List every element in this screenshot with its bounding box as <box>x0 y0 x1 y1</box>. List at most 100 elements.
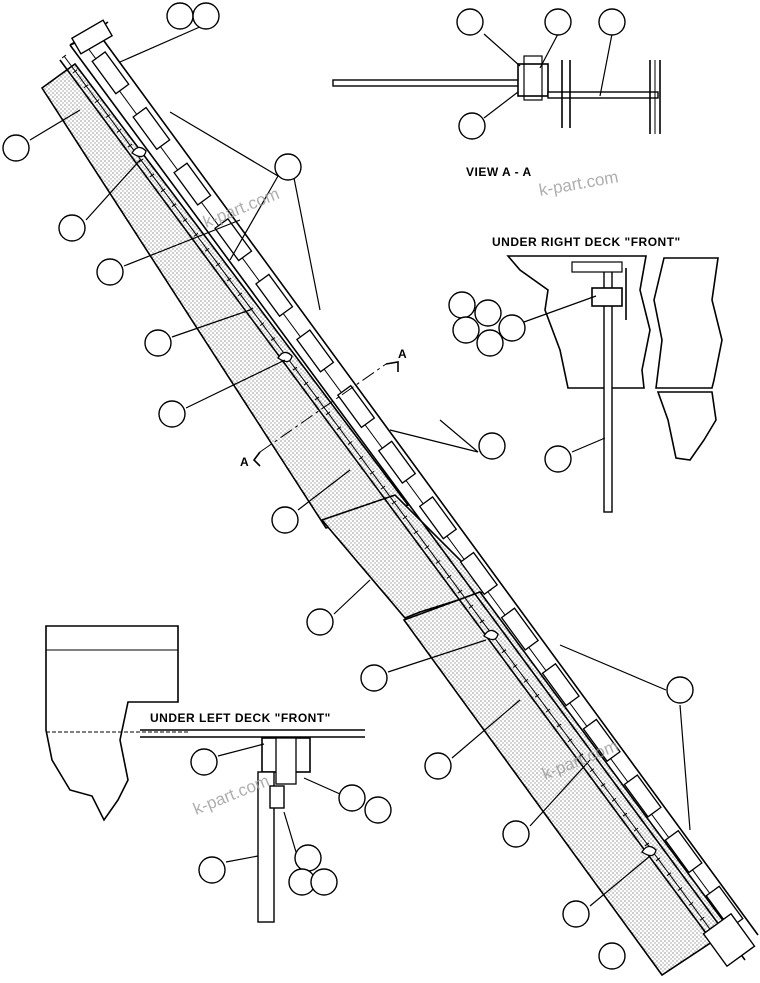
left-deck-bolt-rod <box>257 771 275 923</box>
rail-tick <box>534 693 540 698</box>
callout-balloon[interactable] <box>598 8 626 36</box>
rail-tick <box>237 292 243 297</box>
callout-balloon[interactable] <box>2 134 30 162</box>
leader-line <box>293 177 321 311</box>
leader-line <box>283 811 297 853</box>
callout-balloon[interactable] <box>598 942 626 970</box>
leader-line <box>679 704 691 831</box>
callout-balloon[interactable] <box>562 900 590 928</box>
rail-cell <box>623 774 662 818</box>
callout-balloon[interactable] <box>294 844 322 872</box>
right-deck-nut <box>591 287 623 307</box>
rail-tick <box>171 203 177 208</box>
leader-line <box>333 579 371 615</box>
rail-tick <box>391 500 397 505</box>
rail-tick <box>325 411 331 416</box>
section-line-a: A A <box>240 347 407 469</box>
rail-tick <box>457 589 463 594</box>
view-a-title: VIEW A - A <box>466 165 532 179</box>
leader-line <box>523 295 597 323</box>
rail-tick <box>633 827 639 832</box>
callout-balloon[interactable] <box>274 153 302 181</box>
leader-line <box>451 699 521 759</box>
leader-line <box>539 33 559 69</box>
rail-cell <box>214 217 253 262</box>
rail-tick <box>314 396 320 401</box>
rail-tick <box>622 812 628 817</box>
callout-balloon[interactable] <box>96 258 124 286</box>
rail-tick <box>61 54 67 59</box>
rail-tick <box>193 232 199 237</box>
rail-tick <box>666 872 672 877</box>
rail-tick <box>479 619 485 624</box>
rail-tick <box>292 366 298 371</box>
leader-line <box>217 743 265 757</box>
rail-tick <box>105 114 111 118</box>
callout-balloon[interactable] <box>306 608 334 636</box>
callout-balloon[interactable] <box>271 506 299 534</box>
callout-balloon[interactable] <box>158 400 186 428</box>
rail-tick <box>116 128 122 133</box>
section-mark-bottom: A <box>240 455 249 469</box>
deck-assembly: A A <box>40 19 759 977</box>
callout-balloon[interactable] <box>360 664 388 692</box>
callout-balloon[interactable] <box>364 796 392 824</box>
rail-tick <box>402 515 408 520</box>
under-left-deck-detail: UNDER LEFT DECK "FRONT" <box>45 625 365 923</box>
rail-tick <box>380 485 386 490</box>
leader-line <box>29 109 81 141</box>
callout-balloon[interactable] <box>544 445 572 473</box>
rail-ticks <box>61 54 716 936</box>
leader-lines <box>29 25 691 907</box>
callout-balloon[interactable] <box>192 2 220 30</box>
callout-balloon[interactable] <box>198 856 226 884</box>
leader-line <box>297 469 351 511</box>
leader-line <box>185 359 286 409</box>
callout-balloon[interactable] <box>144 329 172 357</box>
callout-balloon[interactable] <box>310 868 338 896</box>
leader-line <box>85 159 141 221</box>
fastener-3 <box>483 629 499 641</box>
leader-line <box>123 219 241 267</box>
callout-balloon[interactable] <box>456 8 484 36</box>
leader-line <box>439 419 479 453</box>
callout-balloon[interactable] <box>338 784 366 812</box>
rail-tick <box>435 560 441 564</box>
view-a-a: VIEW A - A <box>332 55 661 179</box>
callout-balloon[interactable] <box>478 432 506 460</box>
callout-balloon[interactable] <box>166 2 194 30</box>
rail-cell <box>377 440 417 484</box>
rail-cell <box>500 607 540 651</box>
callout-balloon[interactable] <box>544 8 572 36</box>
rail-tick <box>699 916 705 921</box>
rail-tick <box>578 753 584 758</box>
callout-balloon[interactable] <box>476 329 504 357</box>
leader-line <box>389 429 479 453</box>
callout-balloon[interactable] <box>190 748 218 776</box>
callout-balloon[interactable] <box>502 820 530 848</box>
callout-balloon[interactable] <box>452 316 480 344</box>
callout-balloon[interactable] <box>474 299 502 327</box>
rail-tick <box>600 783 606 787</box>
rail-tick <box>468 604 474 609</box>
callout-balloon[interactable] <box>448 291 476 319</box>
callout-balloon[interactable] <box>458 112 486 140</box>
callout-balloon[interactable] <box>58 214 86 242</box>
callout-balloon[interactable] <box>666 676 694 704</box>
callout-balloon[interactable] <box>424 752 452 780</box>
leader-line <box>171 309 251 338</box>
callout-balloon[interactable] <box>498 314 526 342</box>
rail-tick <box>336 426 342 431</box>
rail-tick <box>160 188 166 193</box>
rail-cell <box>582 718 621 763</box>
rail-tick <box>182 218 188 222</box>
rail-tick <box>424 545 430 549</box>
rail-tick <box>215 262 221 267</box>
leader-line <box>589 855 651 907</box>
leader-line <box>169 111 279 177</box>
rail-end-cap-top <box>70 19 114 55</box>
callout-balloons <box>2 2 694 970</box>
rail-tick <box>138 158 144 163</box>
